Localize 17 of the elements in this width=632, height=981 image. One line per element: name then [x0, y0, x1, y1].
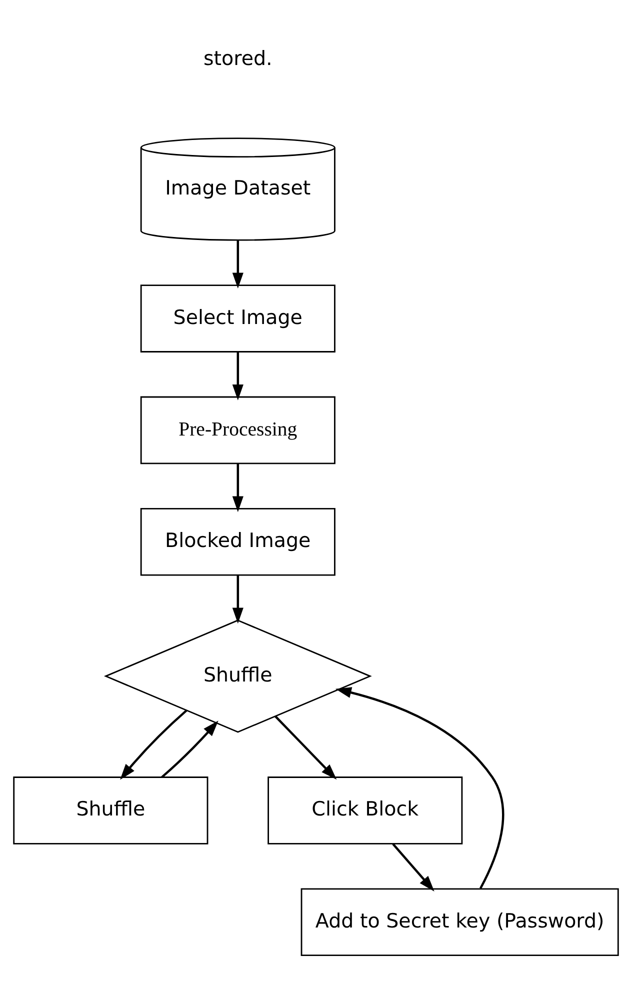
node-box: Shuffle	[13, 776, 208, 844]
node-box: Select Image	[140, 284, 336, 352]
node-box: Blocked Image	[140, 507, 336, 576]
node-box: Add to Secret key (Password)	[300, 888, 619, 956]
node-diamond: Shuffle	[104, 619, 372, 732]
node-box: Pre-Processing	[140, 396, 336, 464]
arrow	[232, 352, 244, 400]
arrow	[335, 686, 504, 888]
arrow	[232, 463, 244, 512]
arrow	[120, 709, 188, 780]
arrow	[274, 715, 337, 780]
label: stored.	[203, 46, 272, 70]
arrow	[232, 240, 244, 288]
arrow	[161, 720, 218, 778]
arrow	[392, 842, 434, 891]
node-box: Click Block	[268, 776, 463, 844]
arrow	[232, 574, 244, 624]
